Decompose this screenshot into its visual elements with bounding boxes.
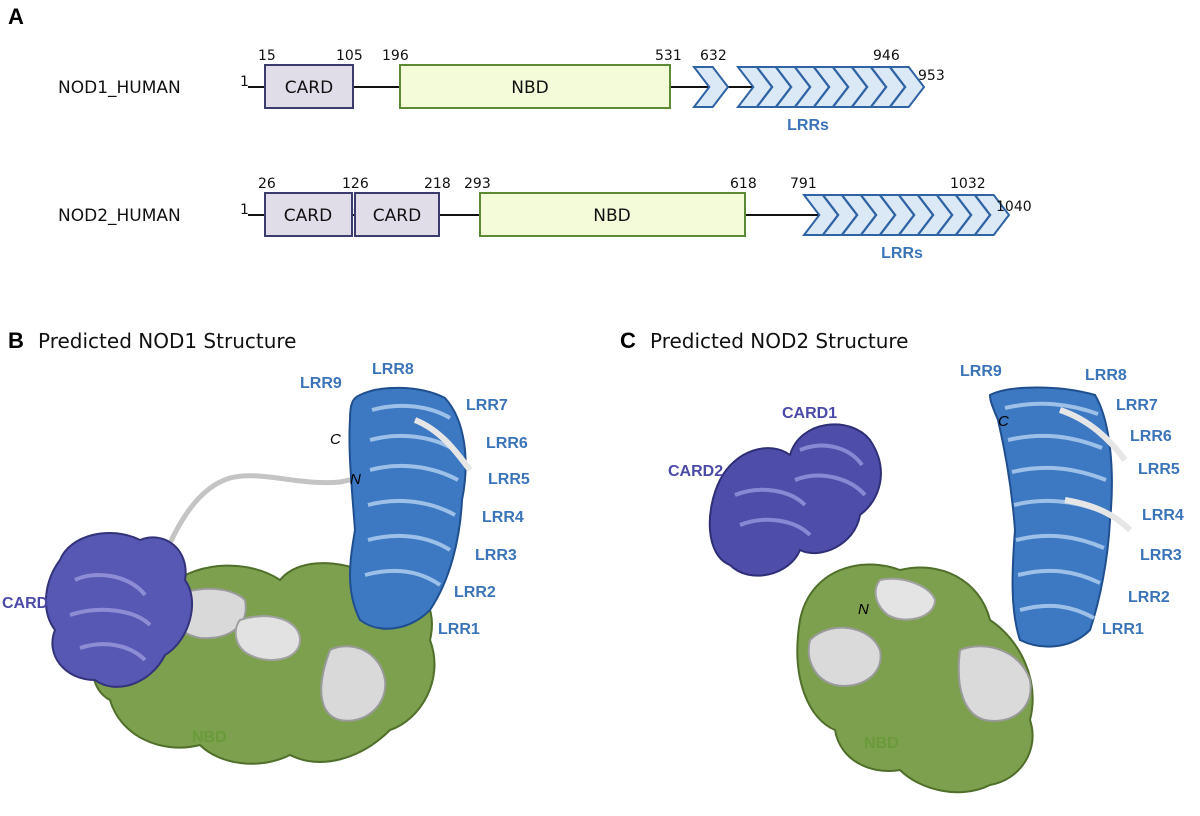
nod1-nbd-label: NBD: [192, 729, 227, 746]
nod2-lrr-end: 1032: [950, 176, 986, 192]
panel-a-letter: A: [8, 4, 24, 29]
nod1-lrr8-label: LRR8: [372, 361, 414, 378]
nod2-lrr-mass: [988, 386, 1113, 648]
nod2-grey-region-1: [807, 626, 882, 687]
nod2-n-terminus-label: N: [858, 601, 869, 618]
nod1-lrr-repeats: [364, 403, 459, 587]
nod2-card-helices: [734, 443, 867, 537]
nod1-lrr-start: 632: [700, 48, 727, 64]
nod2-card2-label: CARD: [373, 206, 421, 226]
nod2-lrr-repeats: [1004, 401, 1107, 620]
nod2-lrr1-label: LRR1: [1102, 621, 1144, 638]
nod1-lrr-chevron-9: [887, 66, 926, 108]
nod1-lrr9-label: LRR9: [300, 375, 342, 392]
nod2-card1-label: CARD1: [782, 405, 837, 422]
nod2-nbd-label: NBD: [864, 735, 899, 752]
nod2-end-pos: 1040: [996, 199, 1032, 215]
panel-b-title: Predicted NOD1 Structure: [38, 329, 296, 353]
nod2-c-terminus-label: C: [998, 413, 1009, 430]
nod1-lrr5-label: LRR5: [488, 471, 530, 488]
nod1-card-label: CARD: [285, 78, 333, 98]
nod1-lrr-chevrons: [691, 66, 926, 108]
nod1-lrr3-label: LRR3: [475, 547, 517, 564]
nod2-lrr-white-strands: [1059, 407, 1133, 533]
nod1-lrr-end: 946: [873, 48, 900, 64]
nod1-nbd-end: 531: [655, 48, 682, 64]
nod1-card-end: 105: [336, 48, 363, 64]
nod2-card2-end: 218: [424, 176, 451, 192]
nod1-lrr-mass: [348, 386, 467, 630]
nod2-card-mass: [708, 423, 882, 577]
nod2-lrr9-label: LRR9: [960, 363, 1002, 380]
nod2-card2-label: CARD2: [668, 463, 723, 480]
nod1-protein-name: NOD1_HUMAN: [58, 78, 181, 98]
nod2-lrr6-label: LRR6: [1130, 428, 1172, 445]
nod1-lrr4-label: LRR4: [482, 509, 524, 526]
nod1-lrr-chevron-a-1: [691, 66, 730, 108]
nod2-protein-name: NOD2_HUMAN: [58, 206, 181, 226]
nod2-lrr-chevron-b-6: [972, 194, 1011, 236]
nod2-nbd-box: [479, 192, 746, 237]
nod1-structure-ribbon: [44, 386, 473, 765]
nod1-lrr6-label: LRR6: [486, 435, 528, 452]
panel-c-letter: C: [620, 328, 636, 353]
nod1-card-label: CARD: [2, 595, 48, 612]
nod2-lrr-start: 791: [790, 176, 817, 192]
nod1-n-terminus-label: N: [350, 471, 361, 488]
nod2-card2-box: [354, 192, 440, 237]
nod2-card1-start: 26: [258, 176, 276, 192]
nod2-card2-start: 126: [342, 176, 369, 192]
nod1-nbd-start: 196: [382, 48, 409, 64]
nod2-structure-ribbon: [708, 386, 1133, 794]
nod2-start-pos: 1: [240, 202, 249, 218]
nod1-lrr-white-strands: [413, 417, 473, 472]
nod2-card1-box: [264, 192, 353, 237]
nod2-lrr2-label: LRR2: [1128, 589, 1170, 606]
panel-b-letter: B: [8, 328, 24, 353]
nod2-lrr5-label: LRR5: [1138, 461, 1180, 478]
nod2-lrr-chevrons: [801, 194, 1011, 236]
nod1-nbd-box: [399, 64, 671, 109]
nod1-grey-region-3: [234, 615, 302, 661]
nod1-domain-map: NOD1_HUMAN 1 CARD 15 105 NBD 196 531 632…: [58, 48, 945, 134]
nod1-lrr-label: LRRs: [787, 117, 829, 134]
nod1-start-pos: 1: [240, 74, 249, 90]
nod2-lrr-label: LRRs: [881, 245, 923, 262]
nod2-nbd-mass: [796, 563, 1034, 794]
panel-c-title: Predicted NOD2 Structure: [650, 329, 908, 353]
nod1-card-helices: [69, 573, 152, 662]
nod2-lrr3-label: LRR3: [1140, 547, 1182, 564]
nod1-lrr2-label: LRR2: [454, 584, 496, 601]
nod1-card-box: [264, 64, 354, 109]
nod1-linker-loop: [147, 473, 366, 591]
nod1-nbd-label: NBD: [511, 78, 548, 98]
nod2-grey-region-3: [874, 577, 937, 621]
nod2-nbd-end: 618: [730, 176, 757, 192]
nod2-lrr8-label: LRR8: [1085, 367, 1127, 384]
nod2-nbd-label: NBD: [593, 206, 630, 226]
nod2-domain-map: NOD2_HUMAN 1 CARD CARD 26 126 218 NBD 29…: [58, 176, 1032, 262]
nod1-end-pos: 953: [918, 68, 945, 84]
nod1-grey-region-2: [320, 645, 387, 722]
nod1-lrr1-label: LRR1: [438, 621, 480, 638]
nod2-nbd-start: 293: [464, 176, 491, 192]
nod1-card-start: 15: [258, 48, 276, 64]
nod1-c-terminus-label: C: [330, 431, 341, 448]
nod1-lrr7-label: LRR7: [466, 397, 508, 414]
nod2-card1-label: CARD: [284, 206, 332, 226]
nod2-lrr4-label: LRR4: [1142, 507, 1184, 524]
nod2-grey-region-2: [957, 645, 1032, 722]
nod2-lrr7-label: LRR7: [1116, 397, 1158, 414]
